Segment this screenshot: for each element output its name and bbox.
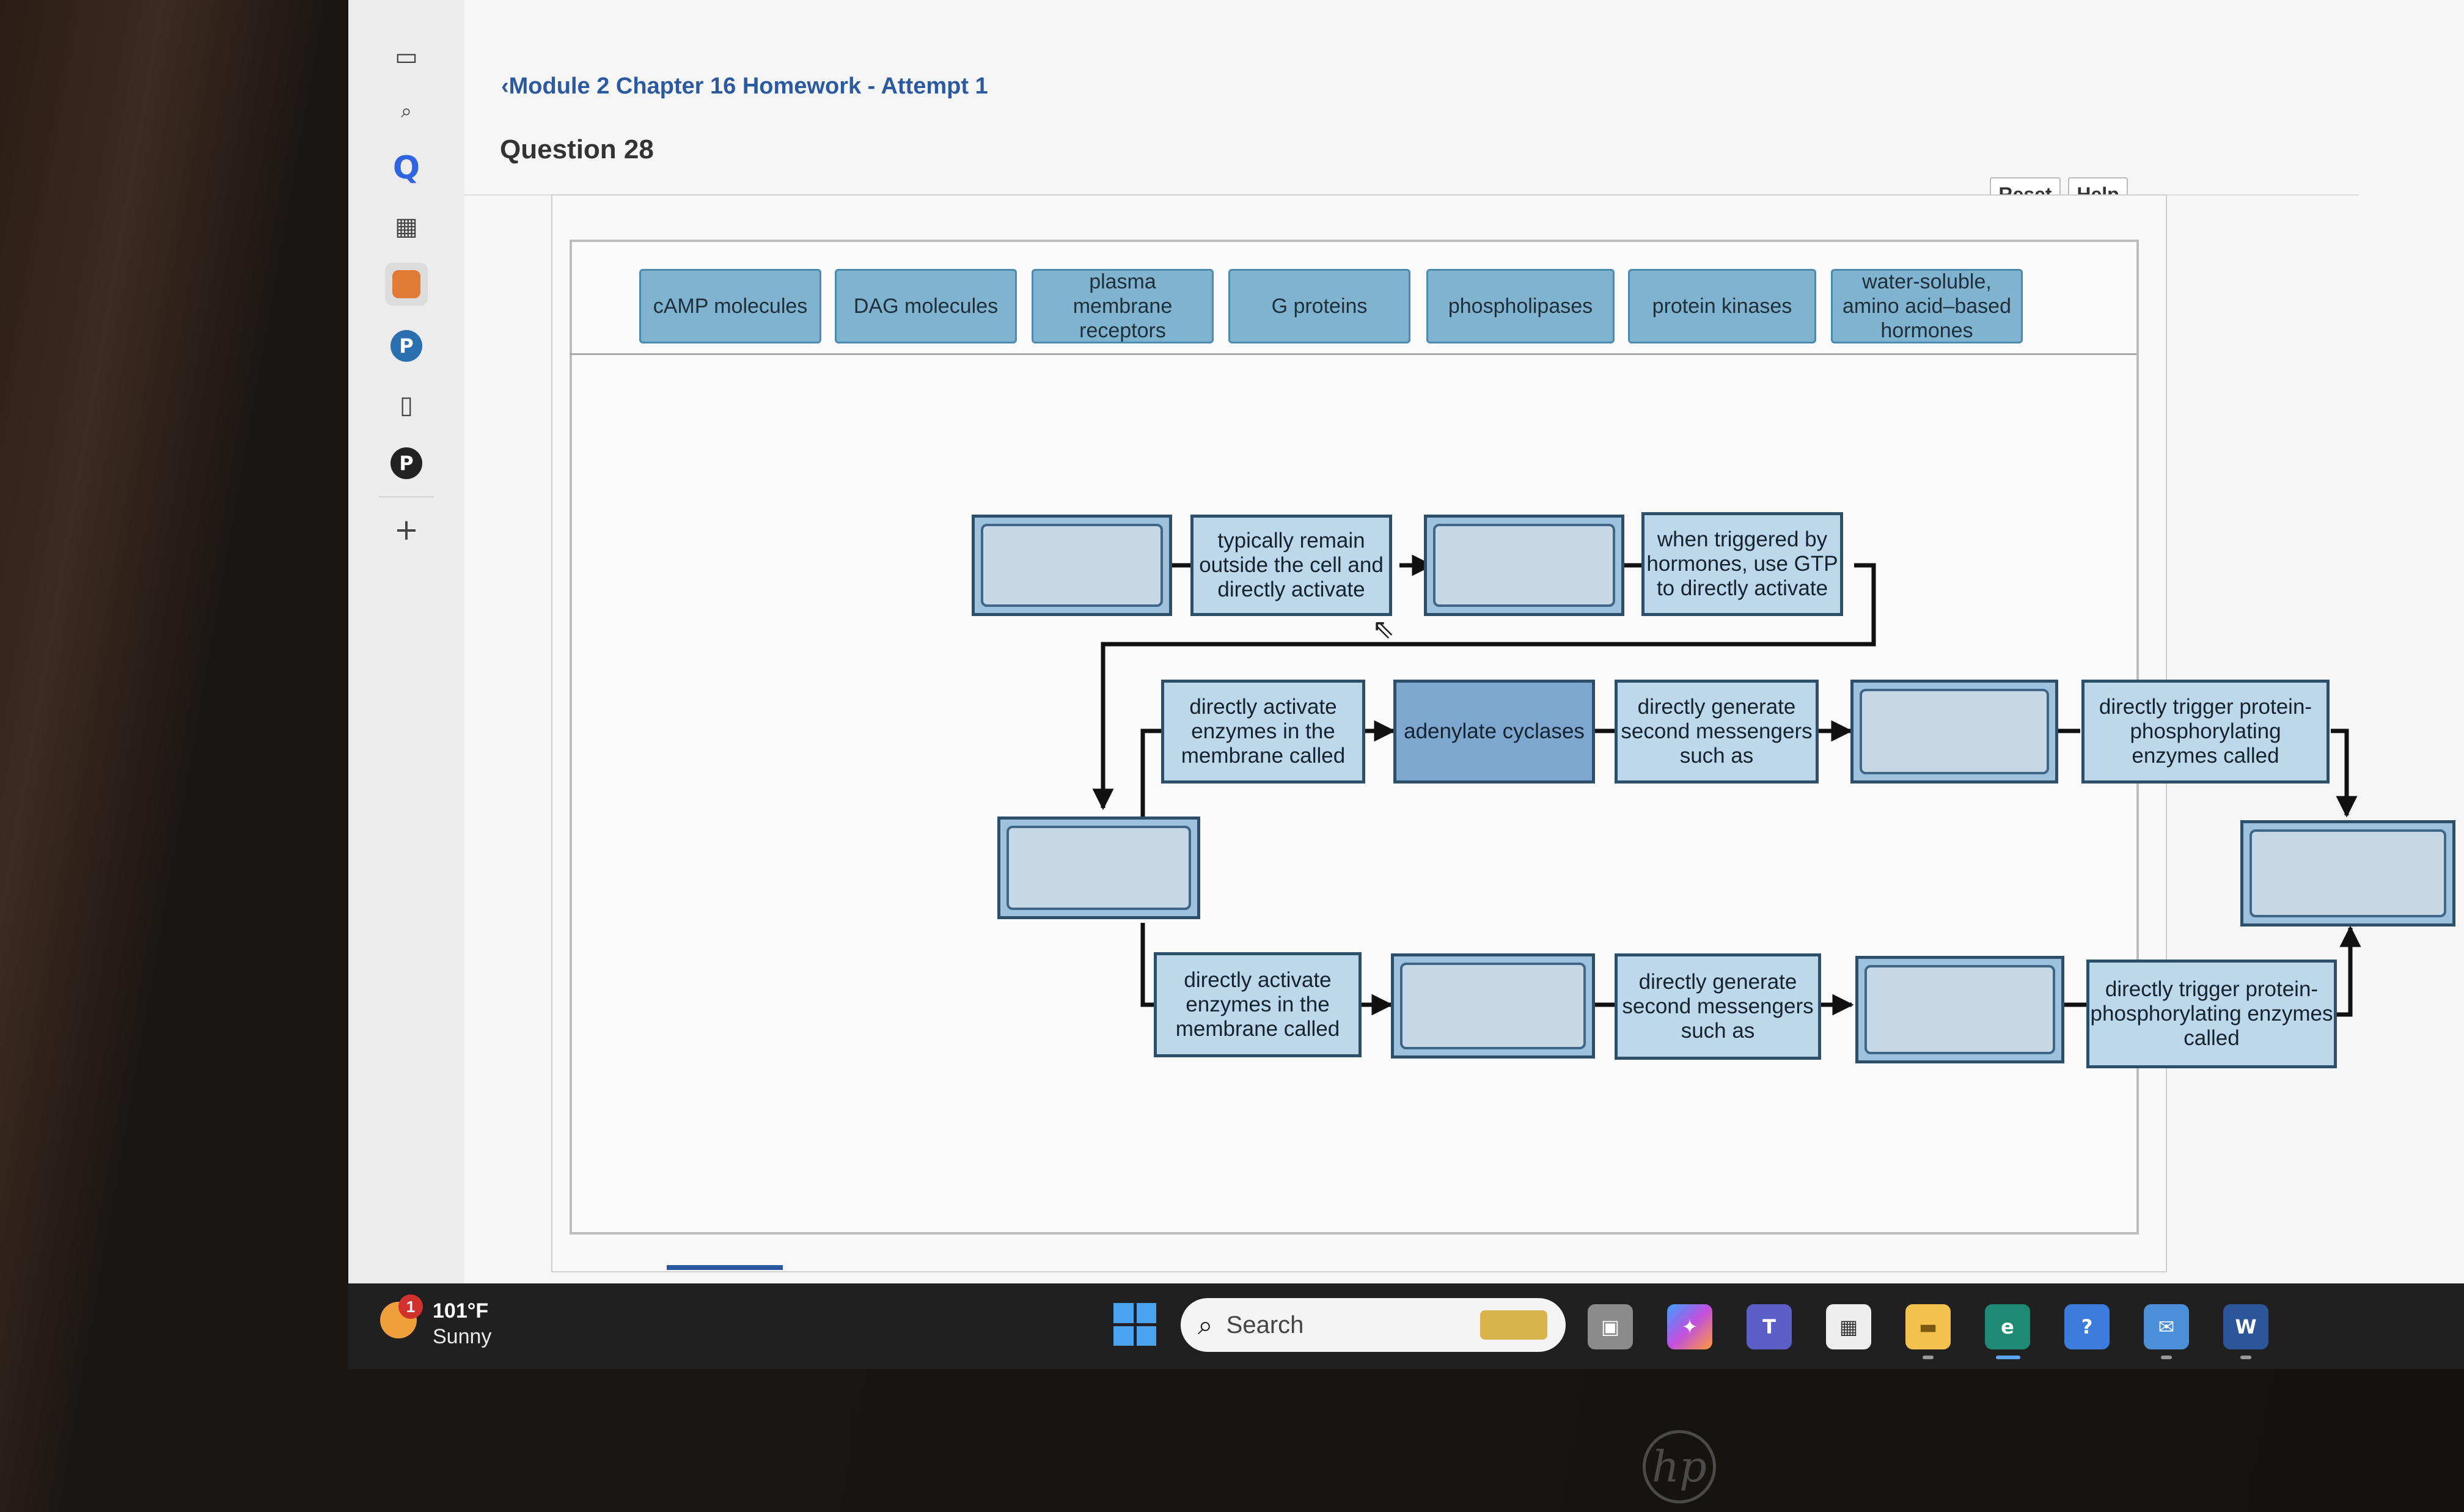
progress-indicator — [667, 1265, 783, 1270]
document-icon[interactable]: ▯ — [399, 391, 413, 419]
node-activate-enzymes-bottom: directly activate enzymes in the membran… — [1154, 952, 1362, 1057]
weather-temperature[interactable]: 101°F — [433, 1299, 489, 1323]
drop-target-7[interactable] — [1855, 956, 2064, 1063]
start-tile — [1113, 1326, 1134, 1346]
chevron-left-icon: ‹ — [501, 73, 509, 99]
mail-icon[interactable]: ✉ — [2144, 1304, 2189, 1349]
drop-target-1[interactable] — [972, 515, 1172, 616]
drop-slot[interactable] — [1860, 689, 2049, 774]
drop-slot[interactable] — [981, 524, 1163, 607]
start-tile — [1113, 1303, 1134, 1323]
label-plasma-membrane-receptors[interactable]: plasma membrane receptors — [1032, 269, 1214, 343]
search-highlight-image — [1480, 1310, 1547, 1340]
drop-target-6[interactable] — [1391, 953, 1595, 1059]
word-icon[interactable]: W — [2223, 1304, 2268, 1349]
weather-badge: 1 — [398, 1294, 423, 1319]
drop-target-3[interactable] — [997, 817, 1200, 919]
page-content: ‹Module 2 Chapter 16 Homework - Attempt … — [464, 0, 2464, 1283]
add-icon[interactable]: + — [394, 513, 419, 547]
copilot-icon[interactable]: Q — [392, 150, 420, 186]
browser-screen: ▭ ⌕ Q ▦ P ▯ P + ‹Module 2 Chapter 16 Hom… — [348, 0, 2464, 1283]
label-phospholipases[interactable]: phospholipases — [1426, 269, 1615, 343]
windows-taskbar: 1 101°F Sunny ⌕ Search ▣ ✦ T ▦ ▬ e ? ✉ W — [348, 1283, 2464, 1369]
node-trigger-bottom: directly trigger protein-phosphorylating… — [2086, 960, 2337, 1068]
node-generate-bottom: directly generate second messengers such… — [1615, 953, 1821, 1060]
copilot-icon[interactable]: ✦ — [1667, 1304, 1712, 1349]
drop-target-2[interactable] — [1424, 515, 1624, 616]
drop-slot[interactable] — [1400, 963, 1586, 1049]
hp-logo: hp — [1643, 1430, 1716, 1503]
label-g-proteins[interactable]: G proteins — [1228, 269, 1410, 343]
label-dag-molecules[interactable]: DAG molecules — [835, 269, 1017, 343]
help-app-icon[interactable]: ? — [2064, 1304, 2110, 1349]
question-title: Question 28 — [500, 134, 654, 164]
drop-slot[interactable] — [2250, 829, 2446, 917]
drop-slot[interactable] — [1007, 826, 1191, 910]
start-tile — [1136, 1326, 1156, 1346]
running-indicator — [1923, 1356, 1934, 1359]
app-tile-icon[interactable] — [385, 263, 428, 306]
taskbar-search[interactable]: ⌕ Search — [1181, 1298, 1566, 1352]
search-icon[interactable]: ⌕ — [401, 98, 412, 122]
connector-arrow — [2337, 925, 2361, 1017]
pinterest-icon[interactable]: P — [391, 447, 422, 479]
node-when-triggered: when triggered by hormones, use GTP to d… — [1641, 512, 1843, 616]
drop-target-4[interactable] — [1850, 680, 2058, 784]
node-typically-remain: typically remain outside the cell and di… — [1190, 515, 1392, 616]
sidebar-divider — [379, 496, 434, 497]
label-camp-molecules[interactable]: cAMP molecules — [639, 269, 821, 343]
breadcrumb[interactable]: ‹Module 2 Chapter 16 Homework - Attempt … — [501, 73, 988, 100]
task-view-icon[interactable]: ▣ — [1588, 1304, 1633, 1349]
connector-arrow — [2331, 728, 2358, 818]
search-placeholder: Search — [1226, 1311, 1304, 1338]
mouse-cursor-icon: ⇖ — [1372, 614, 1395, 645]
search-icon: ⌕ — [1198, 1309, 1213, 1341]
edge-sidebar: ▭ ⌕ Q ▦ P ▯ P + — [348, 0, 465, 1283]
edge-icon[interactable]: e — [1985, 1304, 2030, 1349]
file-explorer-icon[interactable]: ▬ — [1905, 1304, 1951, 1349]
active-indicator — [1996, 1356, 2020, 1359]
running-indicator — [2161, 1356, 2172, 1359]
teams-icon[interactable]: T — [1747, 1304, 1792, 1349]
drop-slot[interactable] — [1433, 524, 1615, 607]
breadcrumb-label: Module 2 Chapter 16 Homework - Attempt 1 — [508, 73, 988, 99]
tabs-icon[interactable]: ▭ — [395, 43, 418, 71]
node-activate-enzymes-top: directly activate enzymes in the membran… — [1161, 680, 1365, 784]
label-protein-kinases[interactable]: protein kinases — [1628, 269, 1816, 343]
label-water-soluble-hormones[interactable]: water-soluble, amino acid–based hormones — [1831, 269, 2023, 343]
node-trigger-top: directly trigger protein-phosphorylating… — [2081, 680, 2330, 784]
drop-target-5[interactable] — [2240, 820, 2455, 927]
drop-slot[interactable] — [1865, 965, 2055, 1054]
running-indicator — [2240, 1356, 2251, 1359]
label-tray-divider — [570, 353, 2136, 355]
pearson-icon[interactable]: P — [391, 330, 422, 362]
windows-start-button[interactable] — [1113, 1303, 1156, 1346]
start-tile — [1136, 1303, 1156, 1323]
node-adenylate-cyclases[interactable]: adenylate cyclases — [1393, 680, 1595, 784]
node-generate-top: directly generate second messengers such… — [1615, 680, 1819, 784]
store-icon[interactable]: ▦ — [1826, 1304, 1871, 1349]
calendar-icon[interactable]: ▦ — [395, 213, 418, 241]
weather-condition[interactable]: Sunny — [433, 1325, 492, 1348]
